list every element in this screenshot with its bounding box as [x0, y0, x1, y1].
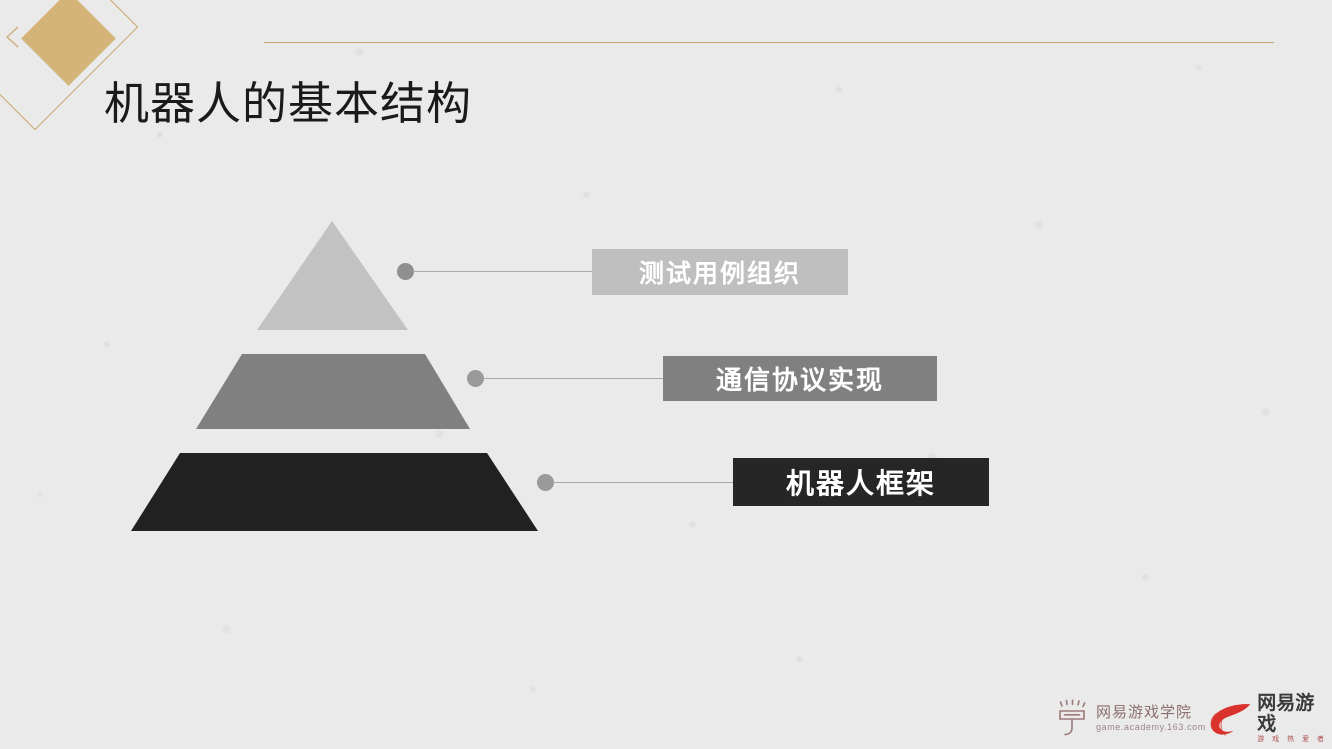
connector-line-base [553, 482, 734, 483]
games-name: 网易游戏 [1257, 693, 1315, 735]
header-gold-rule [264, 42, 1274, 43]
pyramid-level-base [131, 453, 538, 531]
academy-name: 网易游戏学院 [1096, 703, 1193, 721]
games-logo-text: 网易游戏 游 戏 热 爱 者 [1257, 693, 1332, 745]
academy-logo-text: 网易游戏学院 game.academy.163.com [1096, 704, 1206, 733]
page-title: 机器人的基本结构 [104, 78, 473, 130]
pyramid-label-base: 机器人框架 [733, 458, 989, 506]
games-tagline: 游 戏 热 爱 者 [1257, 736, 1328, 743]
netease-games-logo: 网易游戏 游 戏 热 爱 者 [1207, 693, 1332, 743]
academy-xue-character-icon [1059, 699, 1086, 736]
left-arrow-icon [6, 25, 19, 49]
pyramid-label-middle: 通信协议实现 [663, 356, 937, 401]
connector-line-middle [483, 378, 664, 379]
academy-url: game.academy.163.com [1096, 721, 1206, 732]
pyramid-label-top: 测试用例组织 [592, 249, 848, 295]
pyramid-level-middle [196, 354, 470, 429]
connector-dot-top [397, 263, 414, 280]
netease-game-academy-logo: 网易游戏学院 game.academy.163.com [1055, 697, 1206, 739]
connector-dot-base [537, 474, 554, 491]
connector-dot-middle [467, 370, 484, 387]
netease-flame-swoosh-icon [1210, 704, 1251, 736]
pyramid-diagram [131, 221, 538, 531]
pyramid-level-top [257, 221, 408, 330]
connector-line-top [413, 271, 593, 272]
